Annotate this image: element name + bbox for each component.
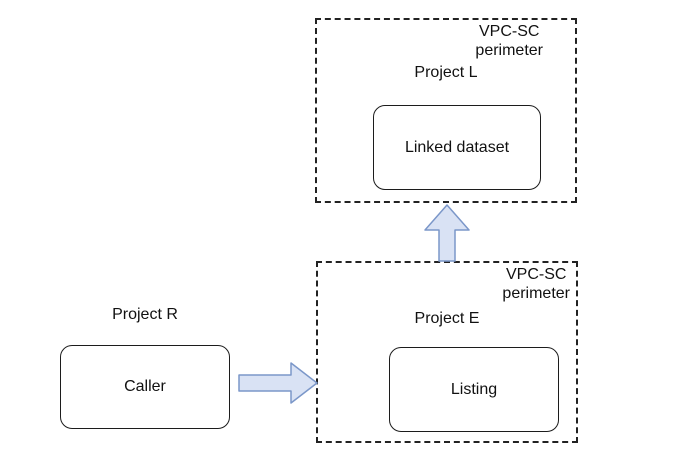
project-l-label: Project L — [414, 64, 478, 81]
linked-dataset-node: Linked dataset — [373, 105, 541, 190]
perimeter-label: VPC-SC perimeter — [502, 266, 570, 302]
arrow-listing-to-linked-dataset-icon — [424, 204, 470, 262]
perimeter-label: VPC-SC perimeter — [475, 23, 543, 59]
right-arrow-shape — [238, 362, 318, 404]
perimeter-box-project-l: VPC-SC perimeter Project L Linked datase… — [315, 18, 577, 203]
listing-label: Listing — [450, 380, 498, 398]
up-arrow-shape — [424, 204, 470, 262]
arrow-caller-to-listing-icon — [238, 362, 318, 404]
caller-node: Caller — [60, 345, 230, 429]
caller-label: Caller — [124, 378, 166, 395]
project-e-label: Project E — [414, 310, 480, 327]
project-r-label: Project R — [112, 306, 178, 323]
linked-dataset-label: Linked dataset — [404, 138, 510, 156]
listing-node: Listing — [389, 347, 559, 432]
perimeter-box-project-e: VPC-SC perimeter Project E Listing — [316, 261, 578, 443]
